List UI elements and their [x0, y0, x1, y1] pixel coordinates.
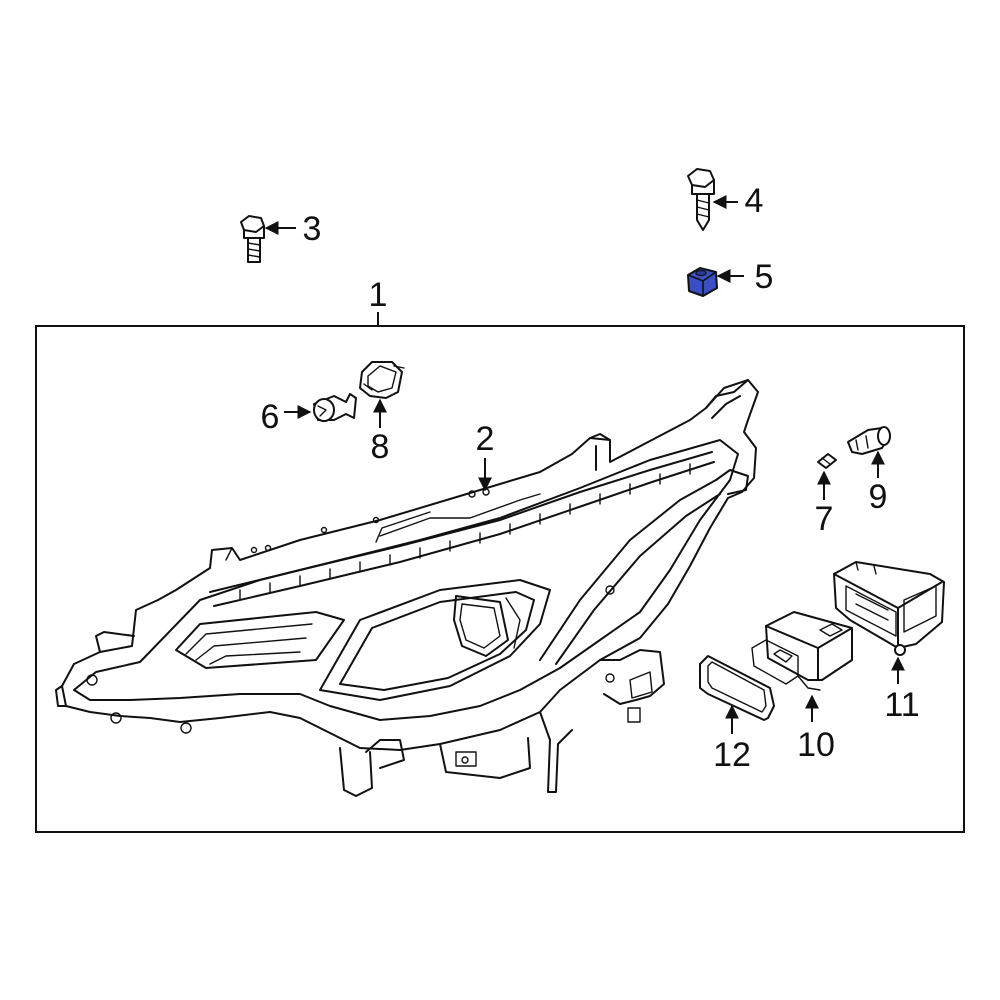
assembly-frame — [35, 325, 965, 833]
callout-11: 11 — [884, 686, 919, 724]
bolt-part-3[interactable] — [240, 215, 265, 263]
callout-7: 7 — [815, 500, 834, 538]
module-part-11[interactable] — [833, 561, 945, 656]
headlamp-assembly-part-1[interactable] — [55, 379, 759, 797]
module-part-10[interactable] — [751, 611, 853, 691]
callout-6: 6 — [261, 398, 280, 436]
callout-3: 3 — [303, 210, 322, 248]
bulb-part-7[interactable] — [817, 453, 837, 469]
screw-part-4[interactable] — [687, 168, 715, 231]
nut-part-5[interactable] — [687, 267, 718, 297]
callout-10: 10 — [797, 726, 835, 764]
socket-part-8[interactable] — [359, 361, 405, 399]
callout-12: 12 — [713, 736, 751, 774]
callout-4: 4 — [745, 182, 764, 220]
callout-8: 8 — [371, 428, 390, 466]
callout-2: 2 — [476, 420, 495, 458]
socket-part-9[interactable] — [847, 426, 891, 455]
callout-5: 5 — [755, 258, 774, 296]
bulb-part-6[interactable] — [313, 393, 357, 422]
callout-1: 1 — [369, 276, 388, 314]
gasket-part-12[interactable] — [699, 655, 775, 721]
callout-9: 9 — [869, 478, 888, 516]
